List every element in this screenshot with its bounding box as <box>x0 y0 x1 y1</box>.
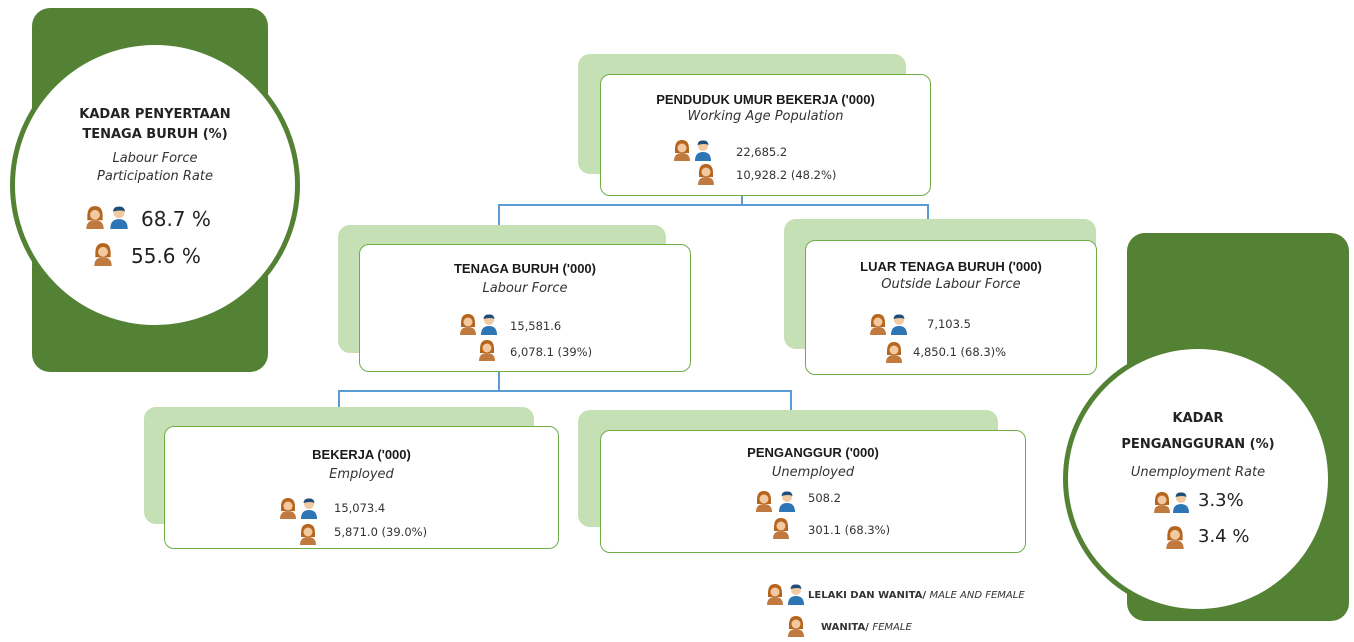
female-icon <box>93 242 113 266</box>
working-age-both-value: 22,685.2 <box>736 145 788 159</box>
outside-lf-female-value: 4,850.1 (68.3)% <box>913 345 1007 359</box>
unemployed-female-value: 301.1 (68.3%) <box>808 523 891 537</box>
legend-female-italic: FEMALE <box>872 622 912 633</box>
outside-lf-box: LUAR TENAGA BURUH ('000) Outside Labour … <box>805 240 1097 375</box>
female-icon <box>772 517 790 539</box>
male-icon <box>778 490 796 512</box>
female-icon <box>1165 525 1185 549</box>
lfpr-circle: KADAR PENYERTAAN TENAGA BURUH (%) Labour… <box>10 40 300 330</box>
female-icon <box>766 583 784 605</box>
outside-lf-subtitle: Outside Labour Force <box>881 277 1021 292</box>
outside-lf-both-value: 7,103.5 <box>927 317 971 331</box>
labour-force-box: TENAGA BURUH ('000) Labour Force 15,581.… <box>359 244 691 372</box>
lfpr-both-value: 68.7 % <box>141 207 211 231</box>
connector-line <box>498 204 500 244</box>
employed-subtitle: Employed <box>329 467 394 482</box>
male-icon <box>1172 491 1190 513</box>
labour-force-female-value: 6,078.1 (39%) <box>510 345 593 359</box>
connector-line <box>498 371 500 391</box>
unemployed-box: PENGANGGUR ('000) Unemployed 508.2 301.1… <box>600 430 1026 553</box>
male-icon <box>109 205 129 229</box>
labour-force-subtitle: Labour Force <box>482 281 568 296</box>
outside-lf-title: LUAR TENAGA BURUH ('000) <box>860 259 1042 274</box>
employed-title: BEKERJA ('000) <box>312 447 411 462</box>
female-icon <box>1153 491 1171 513</box>
male-icon <box>694 139 712 161</box>
unemp-both-value: 3.3% <box>1198 490 1244 511</box>
unemp-title-line1: KADAR <box>1172 411 1224 426</box>
male-icon <box>480 313 498 335</box>
legend-both-bold: LELAKI DAN WANITA/ <box>808 590 930 601</box>
unemp-subtitle: Unemployment Rate <box>1130 465 1266 480</box>
female-icon <box>478 339 496 361</box>
employed-box: BEKERJA ('000) Employed 15,073.4 5,871.0… <box>164 426 559 549</box>
working-age-box: PENDUDUK UMUR BEKERJA ('000) Working Age… <box>600 74 931 196</box>
male-icon <box>787 583 805 605</box>
female-icon <box>673 139 691 161</box>
working-age-female-value: 10,928.2 (48.2%) <box>736 168 837 182</box>
employed-both-value: 15,073.4 <box>334 501 386 515</box>
female-icon <box>787 615 805 637</box>
unemp-circle: KADAR PENGANGGURAN (%) Unemployment Rate… <box>1063 344 1333 614</box>
connector-line <box>338 390 791 392</box>
unemp-female-value: 3.4 % <box>1198 526 1250 547</box>
unemployed-title: PENGANGGUR ('000) <box>747 445 879 460</box>
male-icon <box>300 497 318 519</box>
labour-force-both-value: 15,581.6 <box>510 319 562 333</box>
unemployed-subtitle: Unemployed <box>771 465 855 480</box>
labour-force-title: TENAGA BURUH ('000) <box>453 261 596 276</box>
female-icon <box>869 313 887 335</box>
connector-line <box>498 204 928 206</box>
female-icon <box>279 497 297 519</box>
female-icon <box>85 205 105 229</box>
unemp-title-line2: PENGANGGURAN (%) <box>1121 437 1275 452</box>
female-icon <box>697 163 715 185</box>
female-icon <box>299 523 317 545</box>
legend-both-italic: MALE AND FEMALE <box>929 590 1025 601</box>
employed-female-value: 5,871.0 (39.0%) <box>334 525 428 539</box>
lfpr-sub-line1: Labour Force <box>112 151 198 166</box>
lfpr-sub-line2: Participation Rate <box>97 169 213 184</box>
working-age-title: PENDUDUK UMUR BEKERJA ('000) <box>656 92 875 107</box>
female-icon <box>755 490 773 512</box>
male-icon <box>890 313 908 335</box>
legend-both-label: LELAKI DAN WANITA/ MALE AND FEMALE <box>808 590 1025 601</box>
legend-female-label: WANITA/ FEMALE <box>821 622 912 633</box>
lfpr-title-line1: KADAR PENYERTAAN <box>79 107 231 122</box>
female-icon <box>885 341 903 363</box>
working-age-subtitle: Working Age Population <box>687 109 844 124</box>
female-icon <box>459 313 477 335</box>
lfpr-title-line2: TENAGA BURUH (%) <box>82 127 228 142</box>
lfpr-female-value: 55.6 % <box>131 244 201 268</box>
connector-line <box>741 190 743 205</box>
legend-female-bold: WANITA/ <box>821 622 873 633</box>
unemployed-both-value: 508.2 <box>808 491 841 505</box>
